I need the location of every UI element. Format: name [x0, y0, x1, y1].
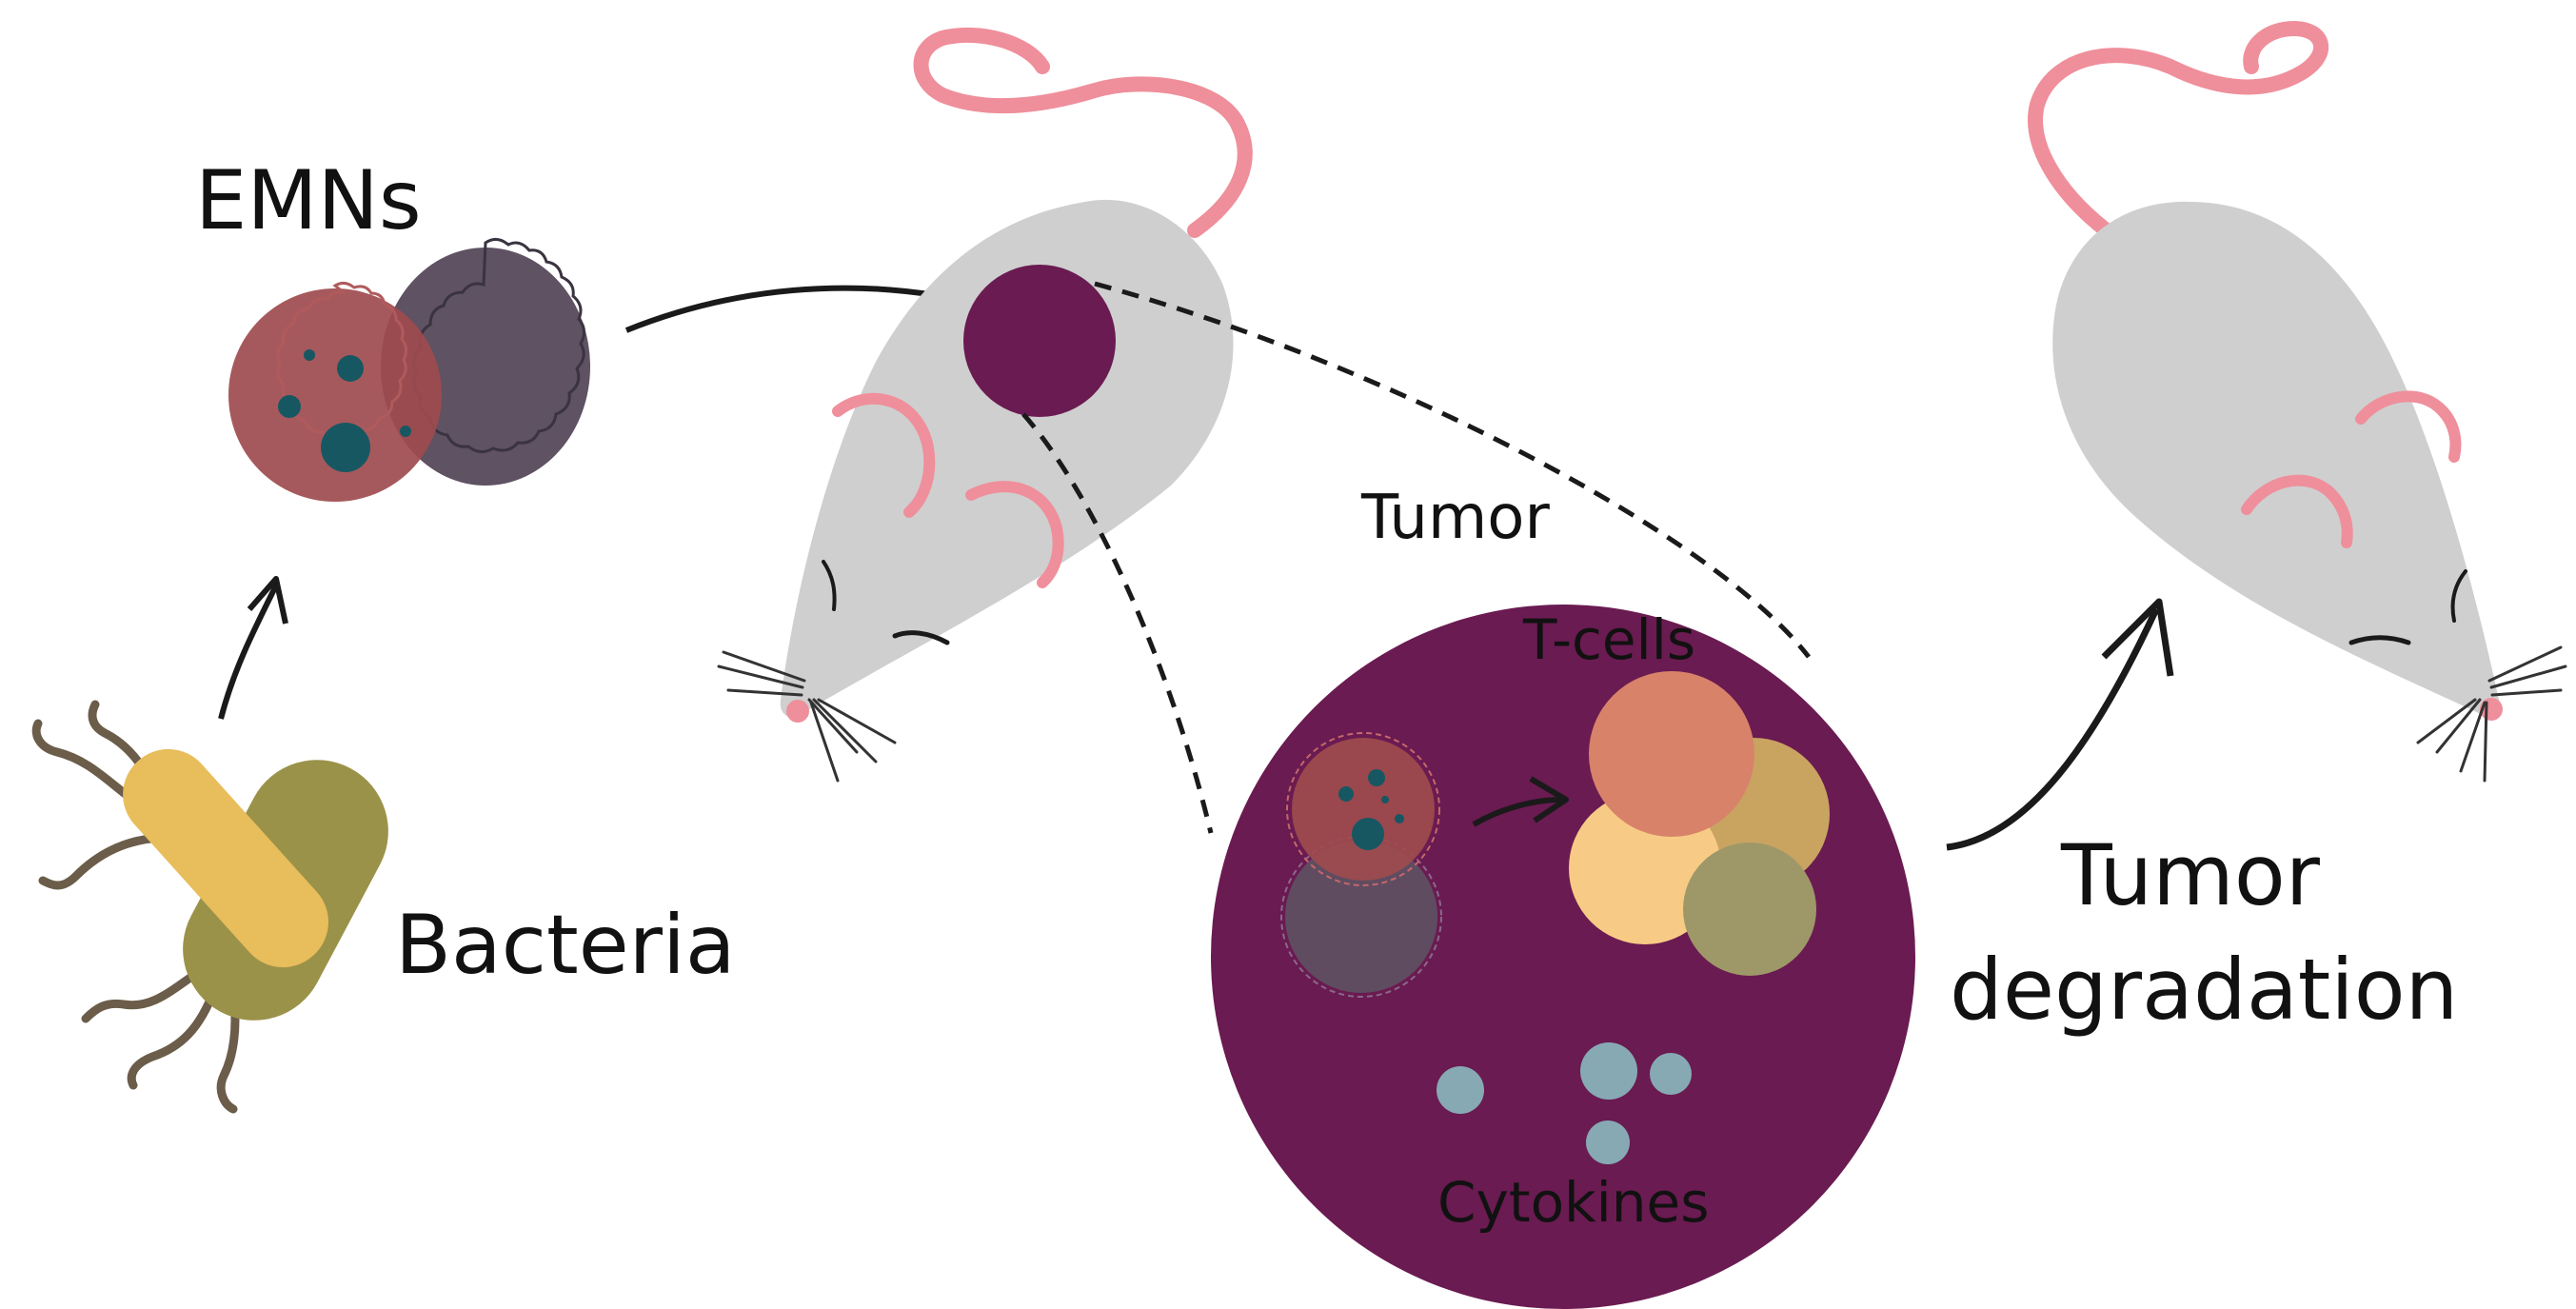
tumor-label: Tumor — [1360, 483, 1550, 553]
bacteria-yellow-body — [123, 748, 328, 968]
t-cell-icon — [1569, 671, 1830, 976]
tcells-label: T-cells — [1522, 607, 1695, 672]
bacteria-label: Bacteria — [395, 898, 736, 993]
emn-cell-icon — [1280, 732, 1442, 998]
outcome-label-line1: Tumor — [2060, 826, 2321, 924]
cytokines-label: Cytokines — [1437, 1170, 1709, 1235]
cytokine-icon — [1437, 1042, 1692, 1164]
outcome-label-line2: degradation — [1950, 941, 2458, 1039]
emns-label: EMNs — [195, 153, 422, 248]
zoom-lines — [1021, 281, 1811, 834]
mouse-icon — [2028, 20, 2567, 783]
arrow-icon — [1472, 776, 1569, 827]
arrow-icon — [218, 576, 288, 720]
mouse-icon — [717, 27, 1253, 783]
tumor-icon — [963, 265, 1116, 417]
bacteria-icon — [31, 700, 388, 1114]
arrow-icon — [1946, 598, 2174, 851]
emn-cell-icon — [228, 238, 590, 502]
